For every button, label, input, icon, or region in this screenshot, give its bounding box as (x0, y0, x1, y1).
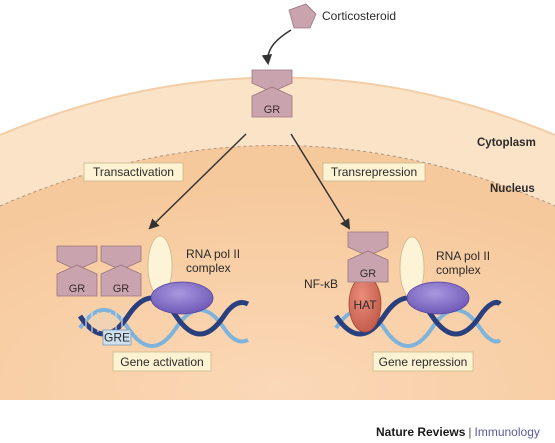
transrepression-box: Transrepression (322, 162, 426, 182)
transactivation-label: Transactivation (93, 165, 174, 179)
cytoplasm-label: Cytoplasm (477, 137, 536, 149)
corticosteroid-label: Corticosteroid (322, 9, 396, 23)
gene-activation-box: Gene activation (112, 351, 212, 372)
journal-credit: Nature Reviews|Immunology (376, 425, 540, 439)
gr-label-right: GR (360, 268, 377, 280)
transactivation-arrow (148, 133, 247, 230)
hat-label: HAT (353, 298, 377, 312)
rna-pol-label-right-line2: complex (436, 263, 481, 277)
nucleus-region (0, 145, 555, 400)
gr-cytoplasm: GR (251, 69, 293, 118)
transactivation-box: Transactivation (83, 162, 184, 182)
gr-dimer-left: GR GR (56, 245, 142, 297)
journal-name: Immunology (474, 425, 540, 439)
nucleus-label: Nucleus (490, 183, 535, 195)
rna-pol-label-right-line1: RNA pol II (436, 249, 490, 263)
rna-pol-label-left-line2: complex (186, 261, 231, 275)
gre-label: GRE (104, 331, 130, 345)
gr-label-left-2: GR (113, 283, 130, 295)
gr-label-cytoplasm: GR (264, 104, 281, 116)
rna-pol-complex-left (147, 235, 214, 315)
transrepression-arrow (290, 133, 351, 230)
nfkb-label: NF-κB (304, 277, 338, 291)
gr-right: GR (347, 231, 389, 283)
gr-label-left-1: GR (69, 283, 86, 295)
rna-pol-complex-right (399, 236, 470, 315)
ligand-binding-arrow (261, 29, 292, 66)
publisher-name: Nature Reviews (376, 425, 466, 439)
gre-element: GRE (102, 329, 132, 346)
transrepression-label: Transrepression (331, 165, 417, 179)
gene-activation-label: Gene activation (120, 355, 203, 369)
corticosteroid-icon (288, 3, 317, 29)
credit-separator: | (468, 425, 472, 439)
gene-repression-box: Gene repression (372, 351, 474, 372)
rna-pol-label-left-line1: RNA pol II (186, 247, 240, 261)
gene-repression-label: Gene repression (379, 355, 468, 369)
hat-complex: HAT (348, 275, 382, 333)
